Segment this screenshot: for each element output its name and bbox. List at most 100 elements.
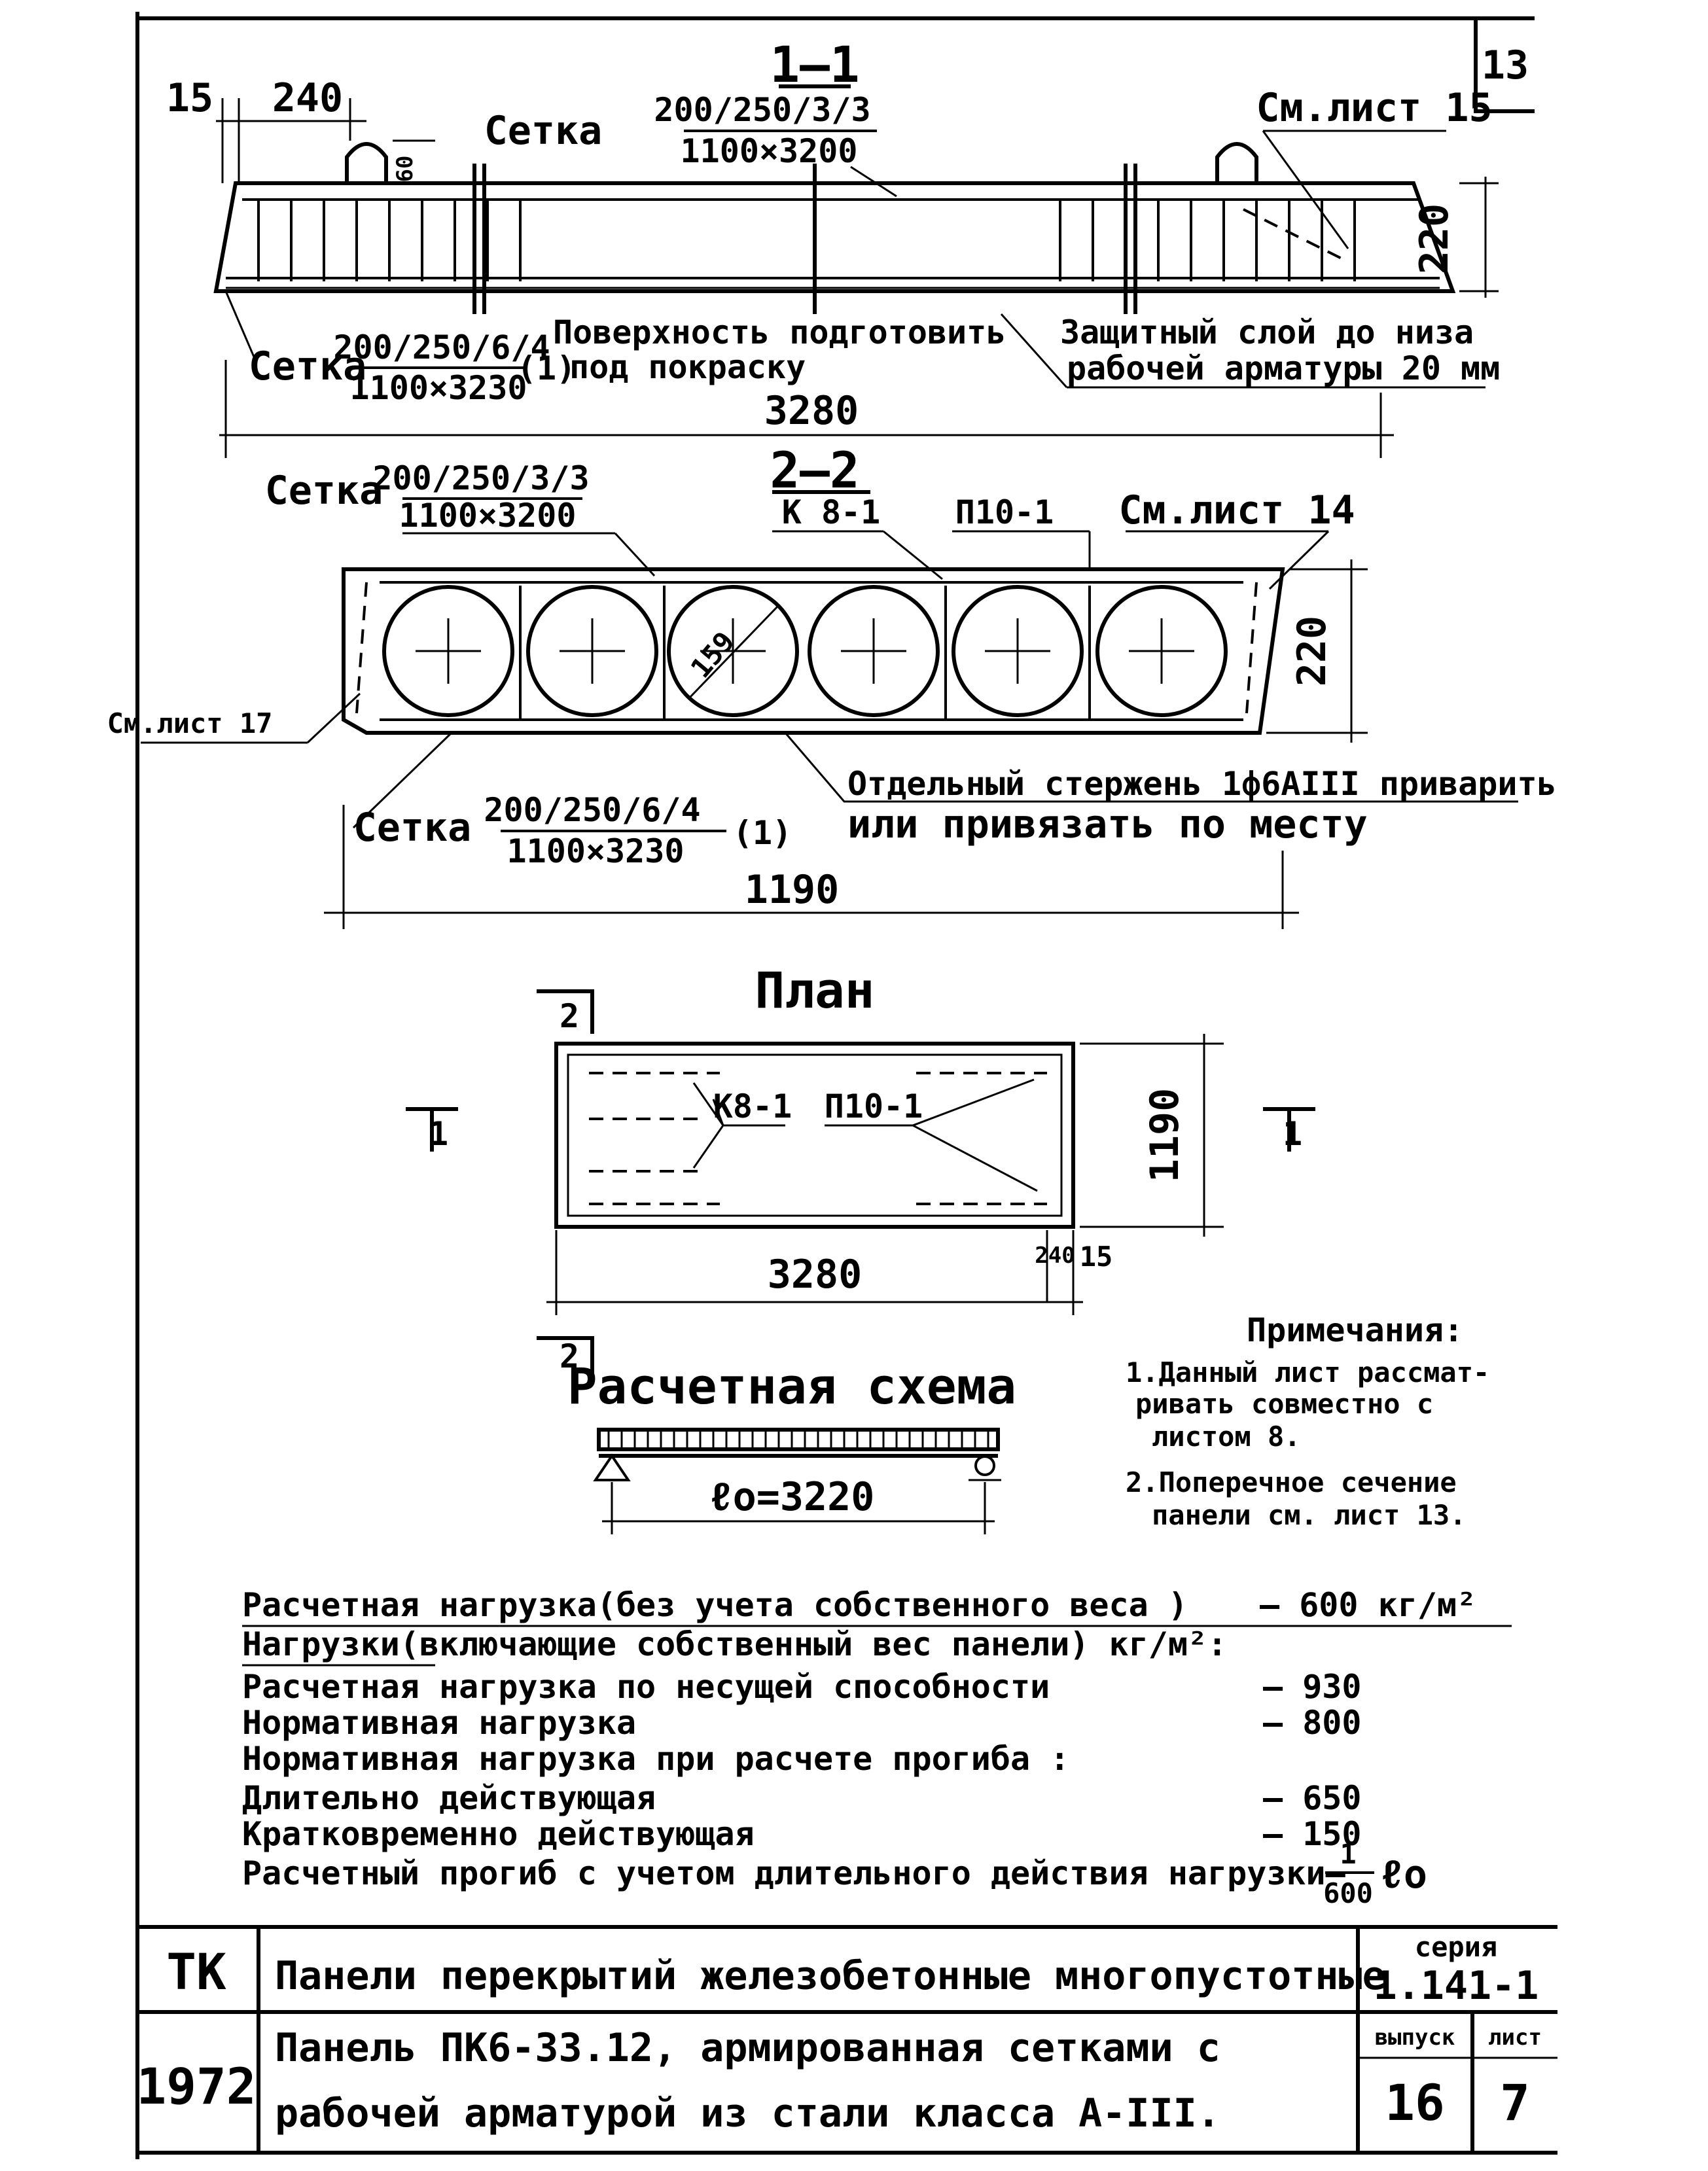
- hidden-right: [1245, 582, 1258, 714]
- plan-inner-outline: [567, 1053, 1063, 1217]
- plan-outline: [554, 1042, 1075, 1229]
- dim-1190-2: 1190: [745, 867, 840, 913]
- load-line-2: Нагрузки(включающие собственный вес пане…: [242, 1625, 1227, 1663]
- notes: Примечания: 1.Данный лист рассмат- риват…: [1126, 1311, 1489, 1531]
- stirrups-right: [1059, 200, 1356, 281]
- loads-table: Расчетная нагрузка(без учета собственног…: [242, 1586, 1512, 1909]
- section-2-label: 2—2: [770, 441, 859, 499]
- note-bar-2: или привязать по месту: [847, 802, 1368, 847]
- tb-issue-label: выпуск: [1375, 2024, 1455, 2051]
- dim-240: 240: [272, 75, 343, 121]
- setka-2b-den: 1100×3230: [507, 832, 685, 870]
- plan-mesh-dashes: [589, 1072, 1047, 1205]
- section-2-2: 2—2 Сетка 200/250/3/3 1100×3200 К 8-1 П1…: [107, 441, 1557, 929]
- lifting-loop-right: [1215, 142, 1258, 183]
- section-1-label: 1—1: [770, 35, 859, 94]
- stirrups-left: [257, 200, 522, 281]
- load-line-6: Длительно действующая: [242, 1779, 656, 1817]
- sheet-ref-15: См.лист 15: [1256, 85, 1492, 131]
- corner-number-box: [1474, 18, 1535, 113]
- note-surface-1: Поверхность подготовить: [553, 313, 1006, 351]
- note-1-line-1: 1.Данный лист рассмат-: [1126, 1356, 1489, 1388]
- note-surface-2: под покраску: [569, 348, 806, 386]
- note-bar-leader: [784, 732, 1518, 803]
- void-3: [667, 585, 799, 717]
- plan-p-leader-3: [912, 1124, 1038, 1192]
- void-4: [808, 585, 940, 717]
- panel-section-2-outline: [342, 567, 1285, 735]
- hidden-line: [1243, 208, 1349, 263]
- setka-1b-leader: [224, 291, 257, 361]
- load-line-6-value: — 650: [1263, 1779, 1362, 1817]
- load-line-8-den: 600: [1323, 1877, 1373, 1909]
- void-dia-line: [689, 604, 780, 698]
- tb-sheet-label: лист: [1488, 2024, 1542, 2051]
- load-line-1-value: — 600 кг/м²: [1260, 1586, 1476, 1624]
- setka-2a-num: 200/250/3/3: [372, 459, 589, 497]
- plan-title: План: [755, 961, 874, 1019]
- plan-p-label: П10-1: [825, 1087, 923, 1125]
- k-label-leader: [883, 530, 943, 580]
- load-line-8-num: 1: [1340, 1838, 1356, 1870]
- p-label-2: П10-1: [955, 493, 1054, 531]
- void-2: [526, 585, 658, 717]
- tb-title-2a: Панель ПК6-33.12, армированная сетками с: [275, 2025, 1220, 2071]
- load-line-5: Нормативная нагрузка при расчете прогиба…: [242, 1740, 1069, 1778]
- setka-1b-num: 200/250/6/4: [333, 328, 550, 366]
- panel-section-1-outline: [213, 181, 1456, 293]
- load-line-4: Нормативная нагрузка: [242, 1704, 636, 1742]
- plan-p-leader-2: [912, 1078, 1035, 1127]
- load-line-3-value: — 930: [1263, 1668, 1362, 1706]
- cut-1-left-label: 1: [429, 1115, 448, 1153]
- setka-1a-num: 200/250/3/3: [654, 91, 870, 129]
- setka-label-2b: Сетка: [353, 805, 472, 851]
- setka-1b-den: 1100×3230: [350, 369, 527, 407]
- setka-label-1a: Сетка: [484, 108, 603, 154]
- tb-series-label: серия: [1415, 1931, 1497, 1963]
- void-1: [382, 585, 514, 717]
- tb-title-1: Панели перекрытий железобетонные многопу…: [275, 1953, 1386, 1999]
- tb-org: ТК: [166, 1943, 226, 2001]
- setka-2b-num: 200/250/6/4: [484, 791, 700, 829]
- cut-2-bottom: [537, 1336, 594, 1374]
- load-line-8-unit: ℓo: [1380, 1852, 1427, 1897]
- note-2-line-1: 2.Поперечное сечение: [1126, 1466, 1457, 1498]
- plan-dim-240: 240: [1035, 1243, 1075, 1269]
- tb-sheet: 7: [1500, 2074, 1530, 2132]
- scheme-support-right: [974, 1455, 995, 1476]
- load-line-7-value: — 150: [1263, 1815, 1362, 1853]
- dim-220-1: 220: [1412, 203, 1457, 274]
- scheme-support-left: [593, 1453, 631, 1481]
- setka-2b-count: (1): [733, 814, 792, 852]
- setka-2a-den: 1100×3200: [399, 497, 577, 535]
- k-label-2: К 8-1: [782, 493, 881, 531]
- calc-scheme: Расчетная схема ℓo=3220: [567, 1357, 1016, 1534]
- notes-title: Примечания:: [1247, 1311, 1463, 1349]
- plan-dim-3280: 3280: [768, 1252, 863, 1297]
- scheme-load-band: [597, 1428, 1000, 1451]
- tb-title-2b: рабочей арматурой из стали класса А-III.: [275, 2091, 1220, 2136]
- note-bar-1: Отдельный стержень 1ф6АIII приварить: [847, 765, 1557, 803]
- title-block: ТК 1972 Панели перекрытий железобетонные…: [136, 1925, 1557, 2155]
- scheme-load-hatch: [607, 1430, 989, 1449]
- scheme-span: ℓo=3220: [709, 1474, 875, 1520]
- tb-issue: 16: [1385, 2074, 1445, 2132]
- note-2-line-2: панели см. лист 13.: [1152, 1499, 1466, 1531]
- sheet-ref-15-leader: [1262, 130, 1349, 249]
- setka-2b-leader: [352, 732, 453, 829]
- note-cover-1: Защитный слой до низа: [1060, 313, 1474, 351]
- plan-dim-1190: 1190: [1142, 1088, 1188, 1183]
- plan-k-leader-2: [712, 1099, 724, 1126]
- sheet-ref-14: См.лист 14: [1118, 487, 1355, 533]
- setka-label-1b: Сетка: [249, 344, 367, 389]
- sheet-ref-17-leader: [306, 692, 361, 744]
- load-line-7: Кратковременно действующая: [242, 1815, 755, 1853]
- void-6: [1095, 585, 1228, 717]
- scheme-title: Расчетная схема: [567, 1357, 1016, 1415]
- voids: [382, 585, 1228, 717]
- note-1-line-2: ривать совместно с: [1135, 1388, 1433, 1420]
- setka-1b-count: (1): [517, 349, 576, 387]
- note-cover-leader: [1000, 313, 1068, 388]
- dim-220-2: 220: [1289, 616, 1335, 686]
